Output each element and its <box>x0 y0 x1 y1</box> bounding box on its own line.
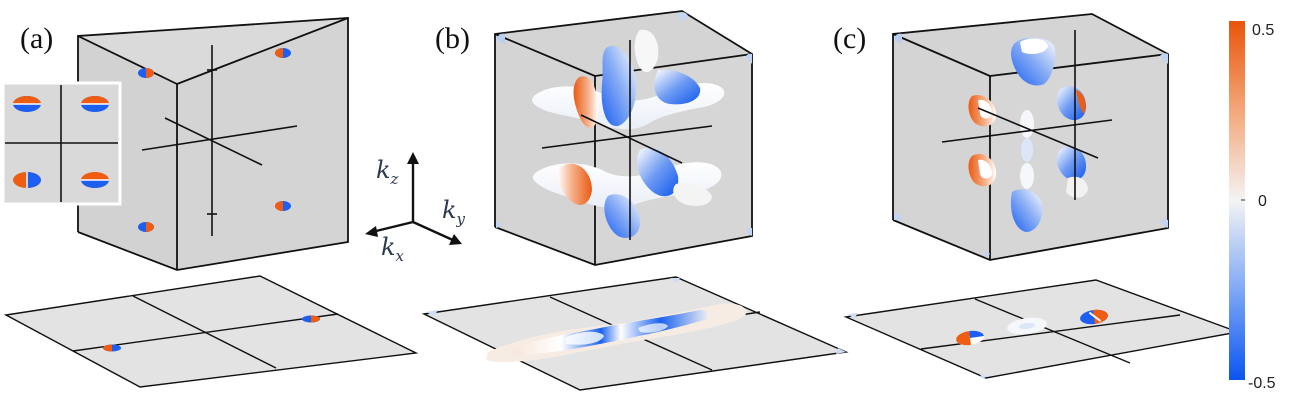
pocket-left <box>956 330 984 346</box>
colorbar: 0.5 0 -0.5 <box>1229 21 1276 392</box>
cube-edges <box>77 17 349 271</box>
colorbar-max-label: 0.5 <box>1252 22 1274 39</box>
panel-c-projection-plane <box>843 279 1241 379</box>
panel-b-fermi-surface <box>496 12 752 238</box>
panel-c: (c) <box>833 13 1241 379</box>
fermi-pocket-markers <box>138 48 291 232</box>
kx-arrowhead <box>365 226 378 237</box>
panel-a-projection-plane <box>3 275 419 388</box>
colorbar-gradient <box>1229 21 1245 380</box>
panel-c-center-axes <box>941 30 1113 200</box>
inset-pockets <box>13 96 109 188</box>
panel-c-cube <box>892 13 1169 261</box>
kx-label: kx <box>381 233 405 265</box>
panel-c-fermi-surface <box>893 33 1168 258</box>
pocket-right <box>1080 309 1108 325</box>
panel-a: (a) <box>1 17 419 388</box>
panel-a-inset <box>1 81 122 206</box>
panel-b: (b) <box>421 10 849 391</box>
kz-arrowhead <box>407 152 419 164</box>
panel-b-label: (b) <box>435 22 470 55</box>
kz-label: kz <box>376 156 399 188</box>
panel-c-label: (c) <box>833 22 866 55</box>
k-axes-indicator: kz ky kx <box>365 152 466 265</box>
cube-front-face <box>177 18 348 270</box>
colorbar-mid-label: 0 <box>1258 193 1267 210</box>
colorbar-min-label: -0.5 <box>1248 375 1276 392</box>
panel-b-cube <box>494 10 753 266</box>
panel-b-projection-plane <box>421 276 849 391</box>
panel-a-label: (a) <box>20 22 53 55</box>
panel-b-center-axes <box>541 40 713 240</box>
ky-arrowhead <box>449 234 462 245</box>
cube-center-axes <box>141 45 298 236</box>
ky-label: ky <box>442 196 466 228</box>
